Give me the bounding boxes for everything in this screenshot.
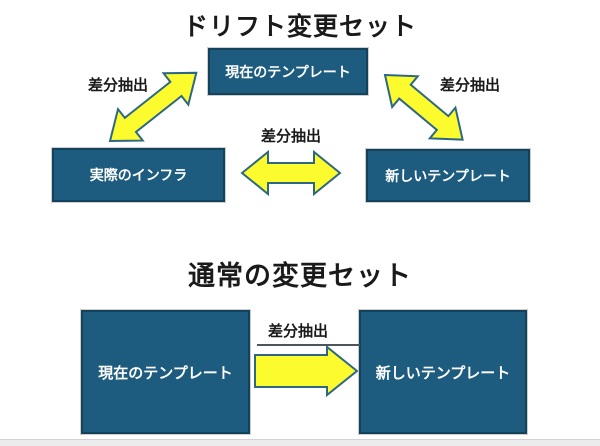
- box-current-template-drift: 現在のテンプレート: [208, 48, 368, 95]
- box-current-template-drift-label: 現在のテンプレート: [225, 63, 351, 80]
- slide-bottom-bar: [0, 439, 600, 446]
- box-current-template-normal-label: 現在のテンプレート: [98, 364, 233, 382]
- diff-label-left: 差分抽出: [87, 77, 148, 94]
- box-new-template-normal-label: 新しいテンプレート: [375, 364, 511, 382]
- diff-label-right: 差分抽出: [439, 77, 500, 94]
- box-actual-infra-label: 実際のインフラ: [89, 167, 188, 183]
- box-new-template-drift: 新しいテンプレート: [366, 149, 530, 202]
- diff-label-middle: 差分抽出: [260, 128, 321, 145]
- diff-single-arrow-icon: [254, 344, 359, 398]
- box-new-template-normal: 新しいテンプレート: [359, 310, 527, 434]
- diff-label-underline: [257, 344, 360, 346]
- box-new-template-drift-label: 新しいテンプレート: [385, 167, 511, 184]
- normal-section-title: 通常の変更セット: [188, 261, 412, 291]
- diff-double-arrow-left-icon: [108, 71, 198, 143]
- box-actual-infra: 実際のインフラ: [52, 148, 225, 202]
- diff-double-arrow-right-icon: [383, 73, 464, 141]
- diff-label-normal: 差分抽出: [267, 323, 328, 340]
- diff-double-arrow-middle-icon: [240, 149, 342, 197]
- box-current-template-normal: 現在のテンプレート: [81, 310, 250, 434]
- drift-section-title: ドリフト変更セット: [182, 13, 417, 41]
